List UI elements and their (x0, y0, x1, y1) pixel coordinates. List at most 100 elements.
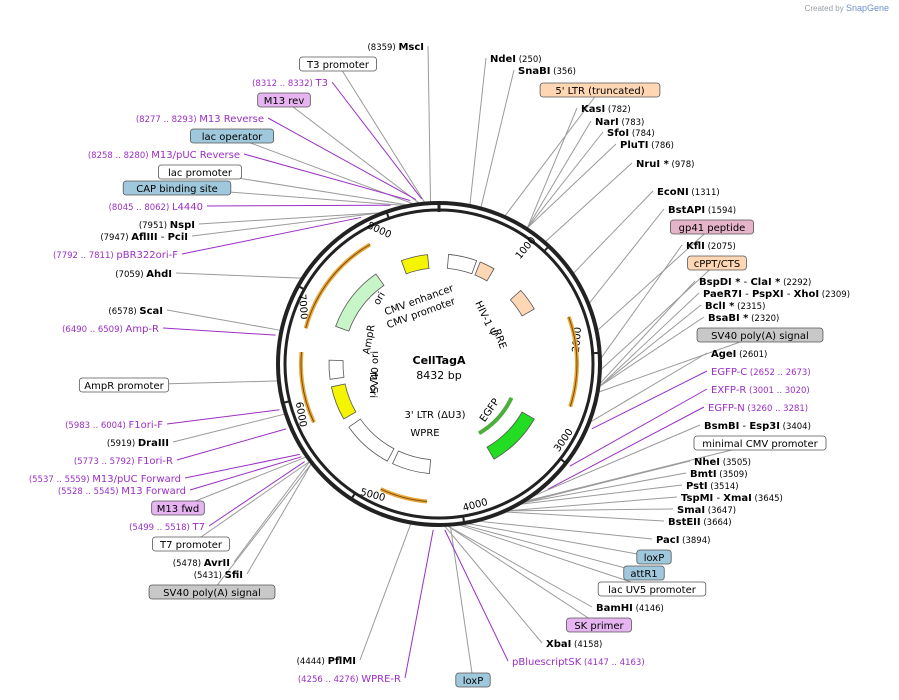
map-label: SmaI (3647) (677, 505, 736, 516)
leader-line (600, 262, 718, 371)
enzyme-label: SmaI (3647) (677, 505, 736, 516)
primer-label: EGFP-N (3260 .. 3281) (708, 403, 808, 414)
leader-line (504, 511, 665, 522)
map-label: (6490 .. 6509) Amp-R (62, 324, 159, 335)
primer-label: (8277 .. 8293) M13 Reverse (136, 114, 264, 125)
map-label: KflI (2075) (686, 241, 736, 252)
map-label: EcoNI (1311) (657, 187, 720, 198)
feature-box-label: 5' LTR (truncated) (555, 86, 644, 97)
enzyme-label: BsmBI - Esp3I (3404) (704, 421, 811, 432)
primer-label: (8045 .. 8062) L4440 (109, 202, 203, 213)
enzyme-label: (5478) AvrII (173, 558, 230, 569)
leader-line (461, 523, 645, 574)
enzyme-label: (5431) SfiI (194, 570, 243, 581)
feature-block-sv40-ori (328, 359, 345, 380)
map-label: T7 promoter (152, 536, 230, 552)
leader-line (166, 309, 281, 331)
map-label: (8277 .. 8293) M13 Reverse (136, 114, 264, 125)
enzyme-label: BspDI * - ClaI * (2292) (699, 277, 811, 288)
feature-block-hiv-1- (474, 261, 495, 282)
primer-label: EGFP-C (2652 .. 2673) (711, 367, 811, 378)
leader-line (589, 352, 708, 423)
primer-arc-edge (300, 351, 315, 423)
feature-box-label: lac operator (202, 132, 263, 143)
plasmid-length: 8432 bp (416, 369, 461, 382)
enzyme-label: (7059) AhdI (115, 269, 172, 280)
map-label: (8312 .. 8332) T3 (252, 78, 328, 89)
primer-label: (6490 .. 6509) Amp-R (62, 324, 159, 335)
map-label: EGFP-N (3260 .. 3281) (708, 403, 808, 414)
feature-box-label: SK primer (574, 621, 624, 632)
feature-label: WPRE (410, 428, 439, 439)
leader-line (447, 525, 593, 608)
feature-box-label: CAP binding site (136, 184, 218, 195)
tick-3000 (559, 458, 567, 464)
map-label: lac operator (189, 128, 274, 144)
map-label: KasI (782) (581, 104, 631, 115)
primer-label: (7792 .. 7811) pBR322ori-F (53, 250, 178, 261)
feature-box (152, 536, 230, 552)
leader-line (175, 272, 302, 279)
leader-line (283, 99, 420, 204)
primer-label: (5528 .. 5545) M13 Forward (58, 486, 186, 497)
enzyme-label: AgeI (2601) (711, 349, 767, 360)
map-label: SV40 poly(A) signal (148, 584, 276, 600)
feature-box-label: minimal CMV promoter (702, 439, 818, 450)
feature-box-label: attR1 (630, 569, 657, 580)
feature-box-label: M13 rev (264, 96, 305, 107)
map-label: (5499 .. 5518) T7 (129, 522, 205, 533)
tick-label: 1000 (514, 235, 539, 262)
leader-line (246, 463, 312, 575)
feature-label: 3' LTR (ΔU3) (404, 410, 465, 421)
leader-line (526, 107, 578, 229)
leader-line (243, 153, 411, 202)
leader-line (184, 453, 300, 479)
leader-line (524, 442, 761, 502)
feature-box (566, 617, 632, 633)
primer-label: (8312 .. 8332) T3 (252, 78, 328, 89)
leader-line (504, 89, 601, 217)
primer-arc (379, 487, 428, 504)
primer-arc-edge (305, 244, 371, 329)
feature-box-label: SV40 poly(A) signal (163, 588, 261, 599)
leader-line (588, 208, 665, 304)
leader-line (599, 316, 705, 387)
map-label: CAP binding site (122, 180, 232, 196)
map-label: (8258 .. 8280) M13/pUC Reverse (88, 150, 240, 161)
feature-box (151, 500, 205, 516)
feature-box (687, 255, 747, 271)
map-label: lac UV5 promoter (597, 581, 707, 597)
map-label: EXFP-R (3001 .. 3020) (711, 385, 810, 396)
feature-block-cmv-enhancer (446, 253, 478, 275)
leader-line (469, 57, 487, 206)
map-label: AgeI (2601) (711, 349, 767, 360)
map-label: (5528 .. 5545) M13 Forward (58, 486, 186, 497)
leader-line (177, 456, 307, 509)
leader-line (447, 525, 600, 626)
map-label: AmpR promoter (78, 377, 170, 393)
leader-line (198, 212, 381, 225)
leader-line (191, 212, 382, 237)
map-label: M13 fwd (151, 500, 205, 516)
enzyme-label: NruI * (978) (636, 159, 694, 170)
leader-line (190, 461, 310, 545)
enzyme-label: (8359) MscI (367, 42, 424, 53)
map-label: BmtI (3509) (690, 469, 748, 480)
leader-line (359, 523, 412, 661)
leader-line (569, 388, 708, 467)
feature-box (623, 565, 665, 581)
feature-box-label: loxP (463, 676, 484, 687)
enzyme-label: BsaBI * (2320) (708, 313, 779, 324)
primer-label: (5983 .. 6004) F1ori-F (65, 420, 163, 431)
feature-box (157, 164, 242, 180)
leader-line (598, 334, 761, 393)
plasmid-name: CellTagA (413, 354, 466, 367)
enzyme-label: PaeR7I - PspXI - XhoI (2309) (703, 289, 850, 300)
map-label: (8359) MscI (367, 42, 424, 53)
tick-1000 (543, 245, 550, 253)
tick-6000 (282, 400, 290, 404)
map-label: (7951) NspI (139, 220, 195, 231)
map-label: BsaBI * (2320) (708, 313, 779, 324)
leader-line (181, 216, 362, 255)
map-label: PacI (3894) (656, 535, 710, 546)
